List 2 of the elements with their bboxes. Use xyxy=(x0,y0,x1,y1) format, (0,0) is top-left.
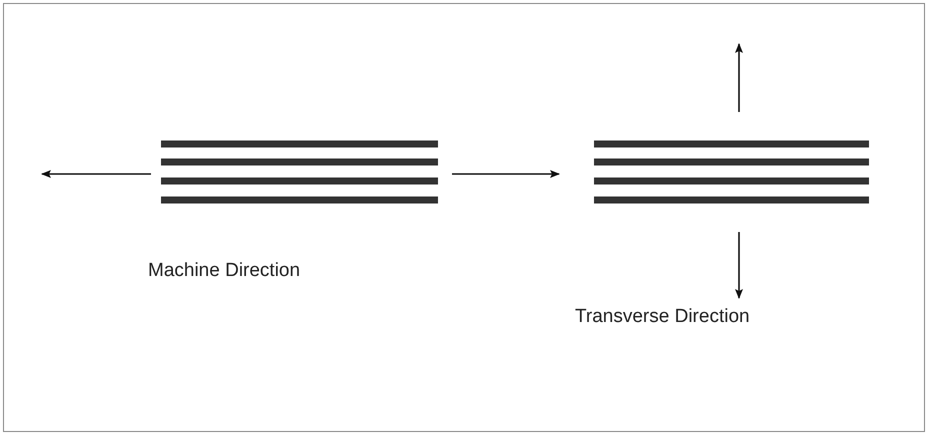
caption-text: Transverse Direction xyxy=(575,306,750,328)
caption-text: Machine Direction xyxy=(148,260,300,282)
